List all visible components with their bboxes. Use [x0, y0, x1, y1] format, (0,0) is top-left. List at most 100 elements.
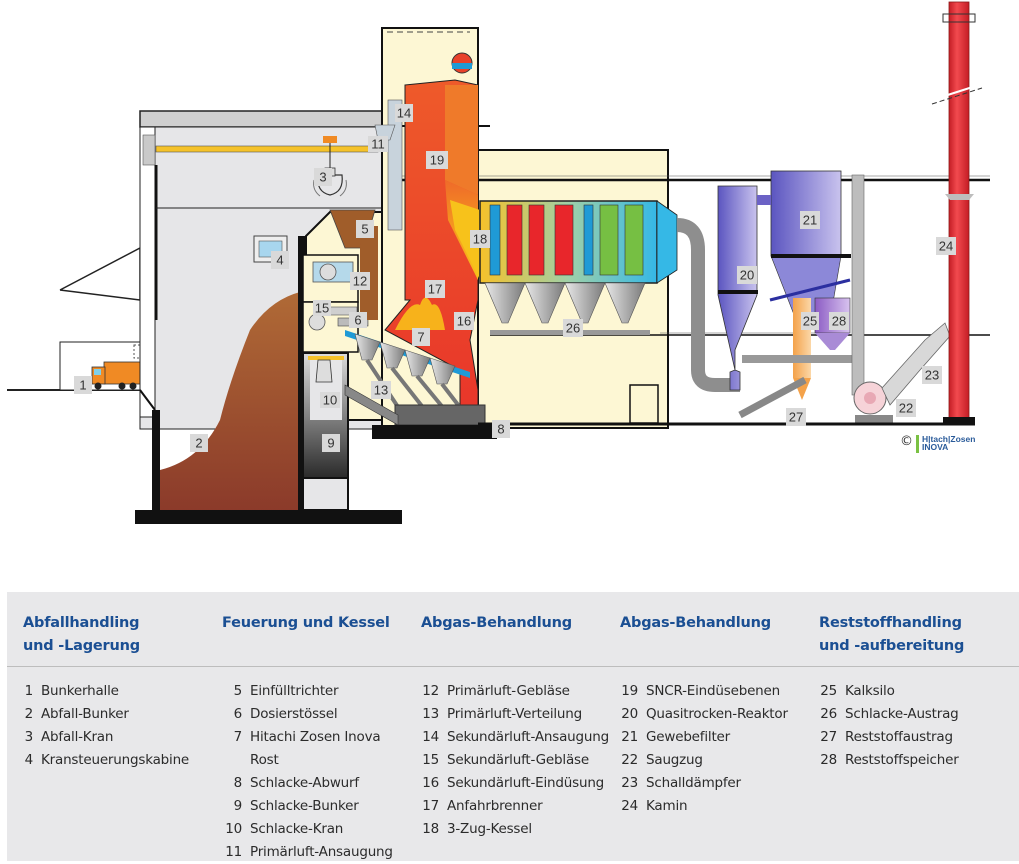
callout-24: 24 — [936, 237, 956, 255]
callout-box — [737, 266, 757, 284]
callout-number: 20 — [740, 268, 754, 283]
callout-box — [425, 280, 445, 298]
legend-item-label: Bunkerhalle — [41, 683, 119, 699]
callout-number: 23 — [925, 368, 939, 383]
legend-item-label: Schlacke-Abwurf — [250, 775, 359, 791]
callout-2: 2 — [190, 434, 208, 452]
legend-item-label: Kransteuerungskabine — [41, 752, 190, 768]
legend-item-label: Abfall-Kran — [41, 729, 114, 745]
callout-box — [563, 319, 583, 337]
brand-bar — [916, 435, 919, 453]
callout-number: 4 — [276, 253, 283, 268]
legend-column-title: Abgas-Behandlung — [421, 615, 572, 631]
callout-box — [395, 104, 413, 122]
brand-line-1: H|tach|Zosen — [922, 434, 976, 444]
callout-number: 7 — [417, 330, 424, 345]
callout-box — [350, 272, 370, 290]
slag-crane — [308, 356, 344, 383]
callout-box — [349, 312, 367, 328]
callout-28: 28 — [829, 312, 849, 330]
legend-item-label: Abfall-Bunker — [41, 706, 129, 722]
legend-item-label: Schlacke-Austrag — [845, 706, 959, 722]
callout-5: 5 — [356, 220, 374, 238]
callout-16: 16 — [454, 312, 474, 330]
legend-item-number: 11 — [225, 844, 242, 860]
legend-item-label: Kamin — [646, 798, 688, 814]
callout-box — [368, 136, 388, 152]
legend-item-label: Reststoffaustrag — [845, 729, 953, 745]
callout-number: 21 — [803, 213, 817, 228]
id-fan — [853, 381, 893, 423]
callout-box — [320, 392, 340, 408]
legend-item-number: 24 — [621, 798, 638, 814]
callout-15: 15 — [313, 300, 331, 316]
legend-column-title: Feuerung und Kessel — [222, 615, 390, 631]
callout-6: 6 — [349, 312, 367, 328]
legend-item-number: 19 — [621, 683, 638, 699]
callout-box — [454, 312, 474, 330]
callout-labels: 1234567891011121314151617181920212223242… — [74, 104, 956, 452]
residue-conveyor — [738, 376, 807, 419]
legend-item-label: Einfülltrichter — [250, 683, 339, 699]
legend-item-number: 7 — [233, 729, 243, 745]
legend-item-number: 9 — [233, 798, 243, 814]
legend-item-number: 6 — [233, 706, 243, 722]
callout-number: 8 — [497, 422, 504, 437]
callout-number: 26 — [566, 321, 580, 336]
legend-item-label: Primärluft-Verteilung — [447, 706, 582, 722]
copyright-symbol: © — [900, 434, 913, 449]
flame — [395, 297, 445, 330]
slag-conveyor — [394, 404, 486, 426]
legend-item-label: Sekundärluft-Eindüsung — [447, 775, 605, 791]
callout-20: 20 — [737, 266, 757, 284]
legend-item-label: Kalksilo — [845, 683, 895, 699]
legend-item-number: 21 — [621, 729, 638, 745]
legend-item: Rost — [222, 749, 393, 772]
legend-item-number: 3 — [24, 729, 34, 745]
legend-item: 8 Schlacke-Abwurf — [222, 772, 393, 795]
callout-box — [412, 328, 430, 346]
callout-number: 9 — [327, 436, 334, 451]
legend-item: 7 Hitachi Zosen Inova — [222, 726, 393, 749]
legend-item-number: 8 — [233, 775, 243, 791]
flue-gas-duct — [676, 218, 740, 392]
callout-19: 19 — [426, 151, 448, 169]
callout-box — [271, 251, 289, 269]
legend-item: 3 Abfall-Kran — [23, 726, 189, 749]
callout-box — [470, 230, 490, 248]
legend-item: 6 Dosierstössel — [222, 703, 393, 726]
legend-item-number: 13 — [422, 706, 439, 722]
copyright-mark: © H|tach|Zosen INOVA — [900, 435, 975, 453]
legend-item-label: Quasitrocken-Reaktor — [646, 706, 788, 722]
callout-number: 12 — [353, 274, 367, 289]
callout-number: 11 — [371, 137, 385, 152]
callout-box — [800, 211, 820, 229]
primary-air-fan — [312, 261, 354, 283]
callout-number: 24 — [939, 239, 953, 254]
legend-column-title: Reststoffhandling und -aufbereitung — [819, 615, 965, 654]
callout-number: 3 — [319, 170, 326, 185]
callout-box — [371, 381, 391, 399]
legend-item-label: Dosierstössel — [250, 706, 338, 722]
legend-item-label: Hitachi Zosen Inova — [250, 729, 381, 745]
legend-item-label: Schlacke-Kran — [250, 821, 344, 837]
legend-item-number — [222, 749, 242, 772]
callout-number: 10 — [323, 393, 337, 408]
legend-header: Abfallhandling und -Lagerung Feuerung un… — [7, 592, 1019, 667]
callout-18: 18 — [470, 230, 490, 248]
